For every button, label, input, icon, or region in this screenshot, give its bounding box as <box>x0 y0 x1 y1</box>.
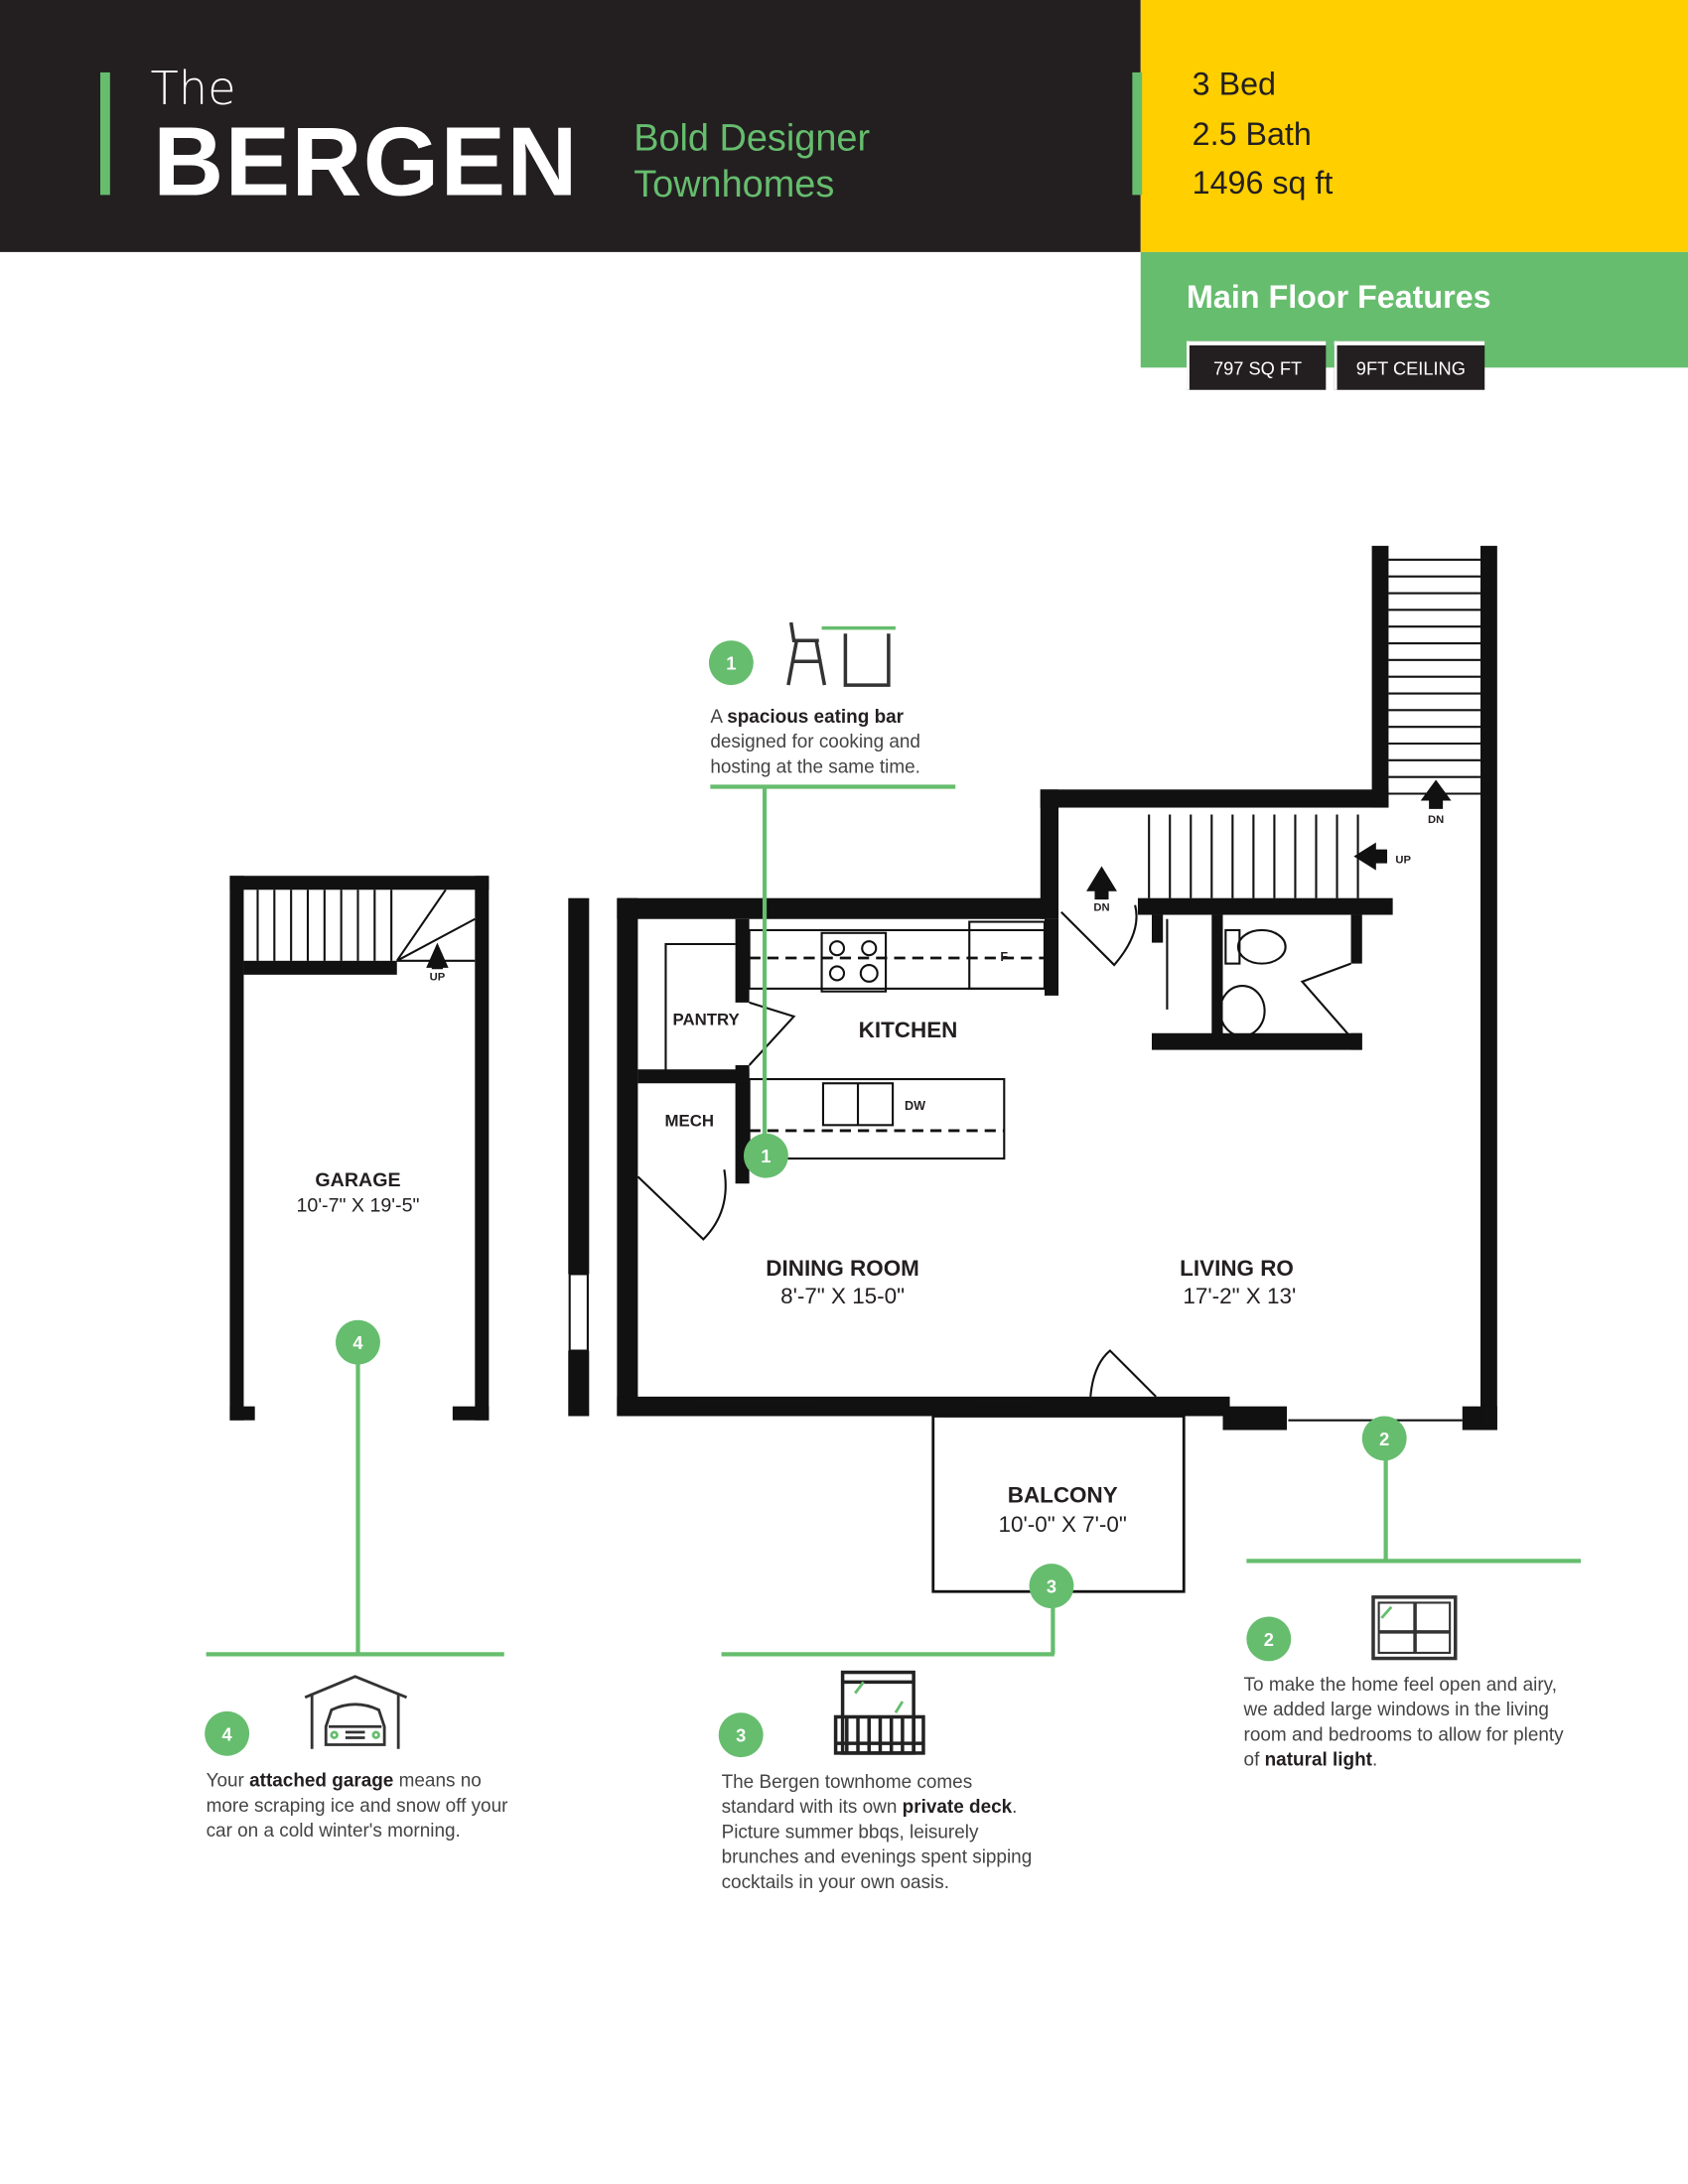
callout-number: 2 <box>1264 1629 1274 1650</box>
specs-panel <box>1140 0 1688 252</box>
feature-2-description: To make the home feel open and airy, we … <box>1243 1673 1564 1770</box>
callout-number: 2 <box>1379 1429 1389 1449</box>
tagline-line-2: Townhomes <box>633 163 835 205</box>
up-arrow-icon <box>426 942 449 970</box>
feature-4-description: Your attached garage means no more scrap… <box>206 1769 508 1842</box>
garage-stairs <box>256 888 476 962</box>
chip-sqft: 797 SQ FT <box>1187 341 1327 390</box>
room-name-living: LIVING RO <box>1180 1256 1294 1281</box>
main-stairs <box>1148 814 1359 898</box>
header-banner <box>0 0 1141 252</box>
room-dims-garage: 10'-7" X 19'-5" <box>296 1194 419 1216</box>
room-name-dining: DINING ROOM <box>766 1256 919 1281</box>
fridge-label: F <box>1000 950 1008 964</box>
callout-number: 1 <box>726 653 736 674</box>
room-dims-living: 17'-2" X 13' <box>1183 1284 1296 1308</box>
room-name-pantry: PANTRY <box>672 1010 739 1028</box>
callout-number: 4 <box>222 1723 233 1744</box>
accent-bar <box>1132 71 1143 196</box>
accent-bar <box>99 71 110 196</box>
room-name-kitchen: KITCHEN <box>859 1018 958 1042</box>
tagline-line-1: Bold Designer <box>633 116 871 159</box>
callout-number: 3 <box>1047 1576 1056 1597</box>
dishwasher-label: DW <box>905 1099 925 1113</box>
title-prefix: The <box>150 61 236 116</box>
spec-beds: 3 Bed <box>1192 65 1276 102</box>
down-arrow-icon <box>1086 866 1117 900</box>
tower-stair-down-label: DN <box>1428 814 1444 826</box>
garage-stair-up-label: UP <box>430 971 446 983</box>
room-name-mech: MECH <box>665 1112 715 1131</box>
feature-1-description: A spacious eating bar designed for cooki… <box>710 706 920 777</box>
window-icon <box>1371 1595 1458 1661</box>
callout-number: 1 <box>761 1146 771 1166</box>
fridge <box>968 920 1047 990</box>
walls <box>229 545 1497 1431</box>
spec-baths: 2.5 Bath <box>1192 115 1312 152</box>
callout-number: 4 <box>352 1332 363 1353</box>
stair-up-label: UP <box>1395 855 1411 867</box>
room-dims-dining: 8'-7" X 15-0" <box>780 1284 905 1308</box>
fixtures <box>256 558 1481 1593</box>
main-floor-title: Main Floor Features <box>1187 278 1491 315</box>
balcony-deck-icon <box>833 1670 925 1755</box>
bar-stool-counter-icon <box>786 621 896 687</box>
model-name: BERGEN <box>153 107 579 216</box>
feature-3-description: The Bergen townhome comes standard with … <box>721 1771 1033 1893</box>
callout-markers <box>205 640 1407 1758</box>
room-dims-balcony: 10'-0" X 7'-0" <box>999 1512 1127 1537</box>
down-arrow-icon <box>1420 779 1452 809</box>
room-name-garage: GARAGE <box>315 1169 400 1191</box>
stove <box>820 931 888 993</box>
stair-down-label: DN <box>1093 901 1109 913</box>
callout-number: 3 <box>736 1725 746 1746</box>
spec-area: 1496 sq ft <box>1192 164 1334 201</box>
room-name-balcony: BALCONY <box>1008 1482 1118 1507</box>
tower-stairs <box>1388 558 1481 795</box>
chip-ceiling: 9FT CEILING <box>1334 341 1485 390</box>
garage-car-icon <box>304 1675 408 1749</box>
